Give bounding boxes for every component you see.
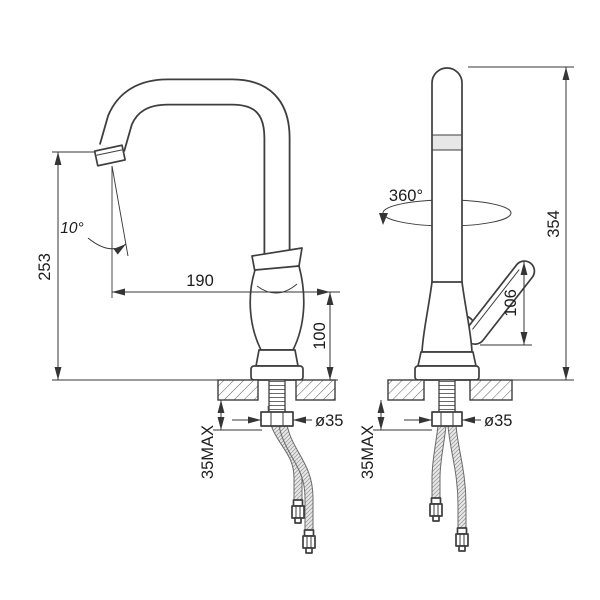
dim-label-hole-dia: ø35 (315, 412, 343, 430)
dim-label-max-mount: 35MAX (199, 425, 217, 479)
supply-hoses-front (267, 405, 316, 554)
base-plate (414, 365, 480, 381)
dim-label-handle-height: 106 (502, 289, 520, 317)
countertop-section-front (52, 379, 338, 401)
aerator (93, 144, 126, 167)
dimensions-side: 360° 354 106 35MAX ø35 (359, 66, 574, 479)
dim-label-body-height: 100 (311, 322, 329, 350)
dim-label-max-mount: 35MAX (359, 425, 377, 479)
dim-label-spout-reach: 190 (186, 272, 214, 290)
dimensions-front: 253 10° 190 100 35MAX ø35 (36, 151, 343, 479)
hose-fitting (291, 499, 305, 524)
dim-label-spout-height: 253 (36, 253, 54, 281)
body-base (255, 349, 299, 367)
spout-column-side (431, 67, 463, 285)
countertop-section-side (387, 379, 574, 401)
mounting-shank-side (431, 379, 463, 427)
dim-label-total-height: 354 (545, 210, 563, 238)
mounting-nut (431, 411, 463, 427)
mounting-shank-front (260, 379, 294, 427)
hose-fitting (429, 497, 443, 522)
supply-hoses-side (429, 405, 469, 552)
dim-label-spout-angle: 10° (60, 220, 83, 237)
hose-fitting (455, 527, 469, 552)
hose-fitting (302, 529, 316, 554)
base-plate (250, 365, 304, 381)
faucet-body-side (414, 281, 480, 381)
faucet-body-front (249, 247, 305, 381)
front-view: 253 10° 190 100 35MAX ø35 (36, 78, 343, 554)
mounting-nut (260, 411, 294, 427)
rotation-arrow (379, 213, 388, 225)
dim-label-hole-dia: ø35 (484, 412, 512, 430)
side-view: 360° 354 106 35MAX ø35 (359, 66, 574, 552)
dim-label-swivel: 360° (389, 187, 423, 205)
spout-tube-front (93, 78, 291, 268)
